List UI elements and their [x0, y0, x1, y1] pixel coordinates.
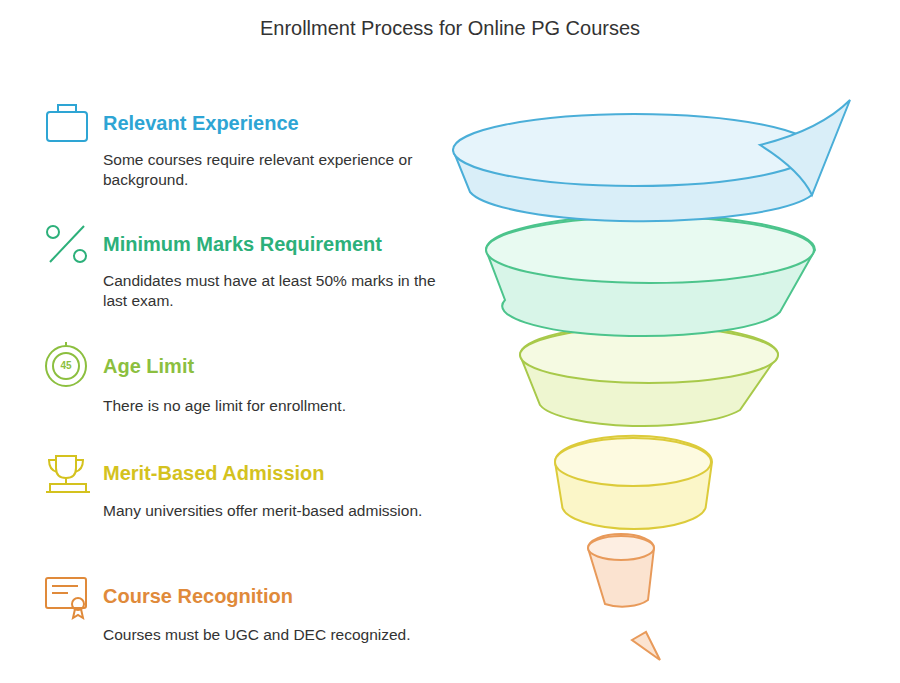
stopwatch-icon	[46, 342, 86, 386]
item-heading: Course Recognition	[103, 584, 293, 608]
percent-icon	[47, 226, 86, 262]
item-heading: Relevant Experience	[103, 111, 299, 135]
item-description: There is no age limit for enrollment.	[103, 396, 448, 416]
diagram-title: Enrollment Process for Online PG Courses	[0, 16, 900, 40]
briefcase-icon	[47, 105, 87, 141]
item-description: Courses must be UGC and DEC recognized.	[103, 625, 448, 645]
item-description: Candidates must have at least 50% marks …	[103, 271, 448, 311]
icon-number: 45	[52, 360, 80, 372]
item-heading: Minimum Marks Requirement	[103, 232, 382, 256]
item-heading: Age Limit	[103, 354, 194, 378]
item-heading: Merit-Based Admission	[103, 461, 325, 485]
item-description: Many universities offer merit-based admi…	[103, 501, 448, 521]
item-description: Some courses require relevant experience…	[103, 150, 448, 190]
trophy-icon	[46, 456, 90, 492]
funnel-spiral	[453, 100, 850, 660]
certificate-icon	[46, 578, 86, 618]
